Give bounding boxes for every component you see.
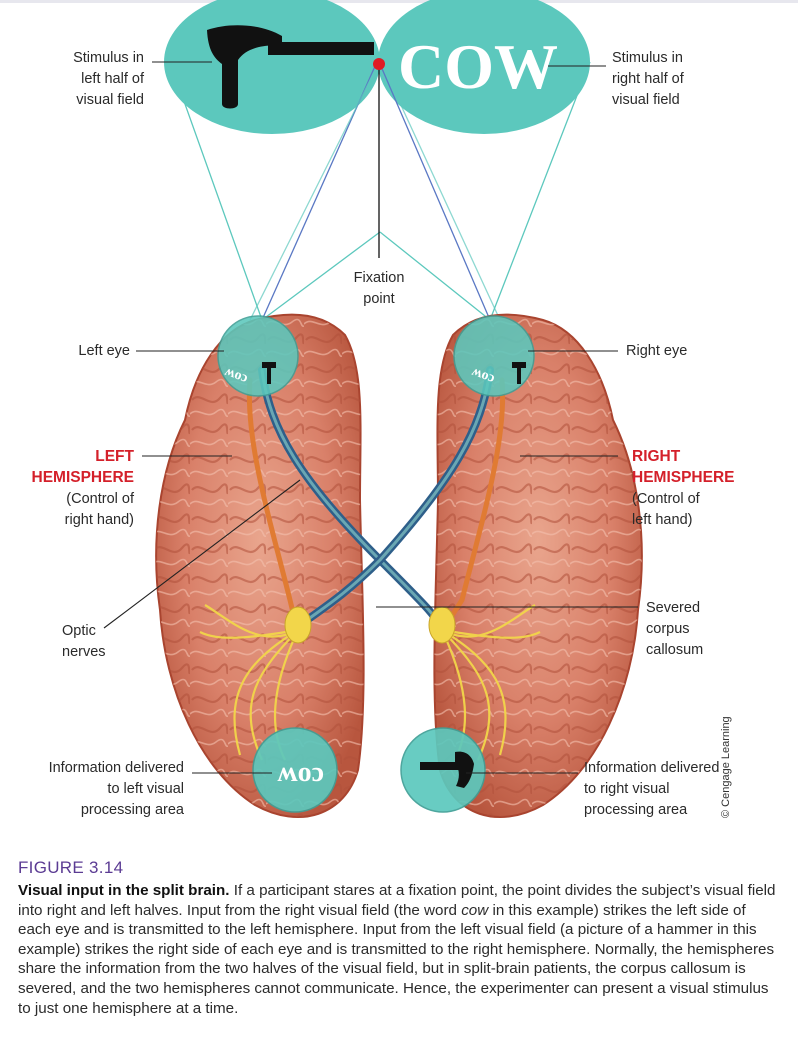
- right-hemisphere-sublabel: (Control of left hand): [632, 491, 700, 528]
- right-processing-hammer-icon: [420, 751, 474, 788]
- right-eye: cow: [453, 315, 535, 397]
- fixation-dot: [373, 58, 385, 70]
- caption-italic-cow: cow: [461, 901, 489, 919]
- right-eye-hammer-icon: [512, 362, 526, 384]
- caption-text: Visual input in the split brain. If a pa…: [18, 881, 778, 1018]
- cow-word: COW: [398, 31, 558, 102]
- right-callosum-stub: [428, 606, 456, 644]
- leader-lines: [103, 61, 638, 774]
- fixation-point-label: Fixation point: [353, 270, 405, 307]
- left-visual-field: [164, 0, 380, 134]
- optic-nerves-label: Optic nerves: [62, 623, 106, 660]
- severed-corpus-callosum-label: Severed corpus callosum: [646, 600, 704, 658]
- right-processing-area: [400, 727, 486, 813]
- left-processing-cow-text: cow: [277, 761, 324, 792]
- left-hemisphere-sublabel: (Control of right hand): [64, 491, 134, 528]
- caption-title: Visual input in the split brain.: [18, 882, 230, 899]
- info-right-label: Information delivered to right visual pr…: [584, 760, 720, 818]
- caption-body-2: in this example) strikes the left side o…: [18, 901, 775, 1017]
- right-hemisphere-label: RIGHT HEMISPHERE: [632, 448, 735, 486]
- left-eye-label: Left eye: [78, 343, 130, 359]
- split-brain-diagram: COW: [103, 0, 643, 819]
- hammer-icon: [207, 25, 374, 109]
- left-eye: cow: [217, 315, 299, 397]
- right-visual-field: [378, 0, 590, 134]
- left-eye-hammer-icon: [262, 362, 276, 384]
- left-processing-area: cow: [252, 727, 338, 813]
- stimulus-left-label: Stimulus in left half of visual field: [73, 50, 144, 108]
- left-hemisphere-label: LEFT HEMISPHERE: [31, 448, 135, 486]
- credit-text: © Cengage Learning: [720, 716, 732, 818]
- figure-caption: FIGURE 3.14 Visual input in the split br…: [18, 858, 778, 1018]
- right-eye-label: Right eye: [626, 343, 688, 359]
- left-callosum-stub: [284, 606, 312, 644]
- top-border: [0, 0, 798, 3]
- projection-lines: [169, 61, 591, 321]
- stimulus-right-label: Stimulus in right half of visual field: [612, 50, 684, 108]
- caption-body-1: If a participant stares at a fixation po…: [18, 882, 776, 919]
- figure-number: FIGURE 3.14: [18, 858, 124, 877]
- info-left-label: Information delivered to left visual pro…: [48, 760, 184, 818]
